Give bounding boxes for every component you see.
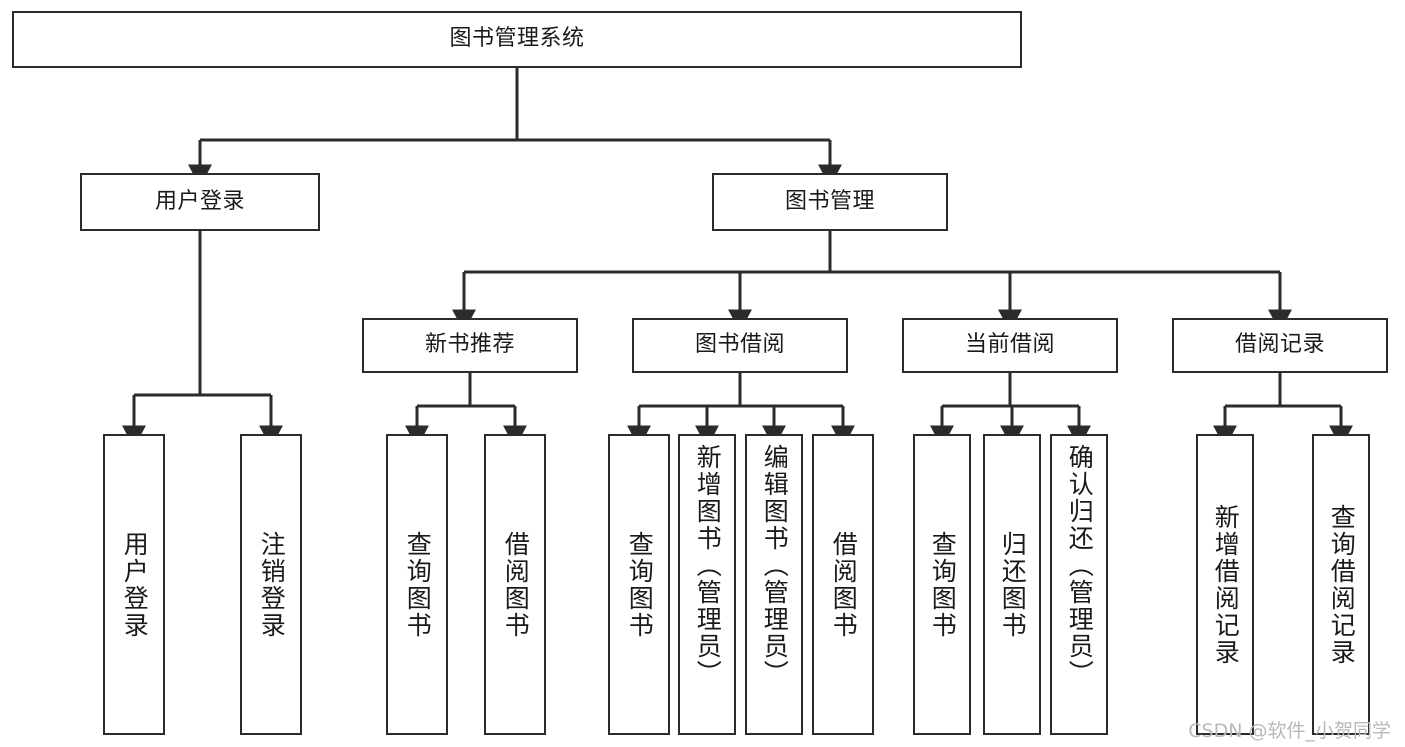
node-book-borrow[interactable]: 图书借阅	[632, 318, 848, 373]
node-label: 新书推荐	[424, 332, 515, 358]
edge-group-user-login	[122, 231, 283, 448]
leaf-query-borrow-record[interactable]: 查询借阅记录	[1312, 434, 1370, 735]
node-label: 查询图书	[928, 530, 958, 639]
leaf-add-book-admin[interactable]: 新增图书（管理员）	[678, 434, 736, 735]
node-label: 图书管理系统	[449, 26, 585, 52]
node-label: 归还图书	[998, 530, 1028, 639]
node-label: 新增借阅记录	[1211, 503, 1241, 666]
leaf-user-login[interactable]: 用户登录	[103, 434, 165, 735]
node-new-book-recommend[interactable]: 新书推荐	[362, 318, 578, 373]
node-label: 图书借阅	[694, 332, 785, 358]
node-borrow-record[interactable]: 借阅记录	[1172, 318, 1388, 373]
node-label: 借阅图书	[829, 530, 859, 639]
leaf-add-borrow-record[interactable]: 新增借阅记录	[1196, 434, 1254, 735]
node-current-borrow[interactable]: 当前借阅	[902, 318, 1118, 373]
leaf-query-book-recommend[interactable]: 查询图书	[386, 434, 448, 735]
node-label: 借阅图书	[501, 530, 531, 639]
node-user-login[interactable]: 用户登录	[80, 173, 320, 231]
leaf-query-book-borrow[interactable]: 查询图书	[608, 434, 670, 735]
leaf-borrow-book-recommend[interactable]: 借阅图书	[484, 434, 546, 735]
edge-group-new-book-recommend	[405, 373, 527, 448]
node-label: 用户登录	[154, 188, 245, 214]
node-book-management[interactable]: 图书管理	[712, 173, 948, 231]
node-label: 确认归还（管理员）	[1065, 444, 1095, 687]
node-label: 用户登录	[120, 530, 150, 639]
leaf-query-book-current[interactable]: 查询图书	[913, 434, 971, 735]
edge-group-current-borrow	[930, 373, 1091, 448]
leaf-borrow-book[interactable]: 借阅图书	[812, 434, 874, 735]
node-label: 查询借阅记录	[1327, 503, 1357, 666]
node-label: 注销登录	[257, 530, 287, 639]
leaf-logout[interactable]: 注销登录	[240, 434, 302, 735]
node-label: 当前借阅	[964, 332, 1055, 358]
node-label: 借阅记录	[1234, 332, 1325, 358]
node-label: 查询图书	[403, 530, 433, 639]
node-label: 新增图书（管理员）	[693, 444, 723, 687]
edge-group-borrow-record	[1213, 373, 1353, 448]
edge-group-book-borrow	[627, 373, 855, 448]
leaf-edit-book-admin[interactable]: 编辑图书（管理员）	[745, 434, 803, 735]
node-label: 编辑图书（管理员）	[760, 444, 790, 687]
node-root-system[interactable]: 图书管理系统	[12, 11, 1022, 68]
leaf-return-book[interactable]: 归还图书	[983, 434, 1041, 735]
leaf-confirm-return-admin[interactable]: 确认归还（管理员）	[1050, 434, 1108, 735]
node-label: 图书管理	[784, 188, 875, 214]
watermark-text: CSDN @软件_小贺同学	[1188, 720, 1391, 742]
node-label: 查询图书	[625, 530, 655, 639]
edge-group-root	[188, 68, 842, 187]
edge-group-book-management	[452, 231, 1292, 332]
